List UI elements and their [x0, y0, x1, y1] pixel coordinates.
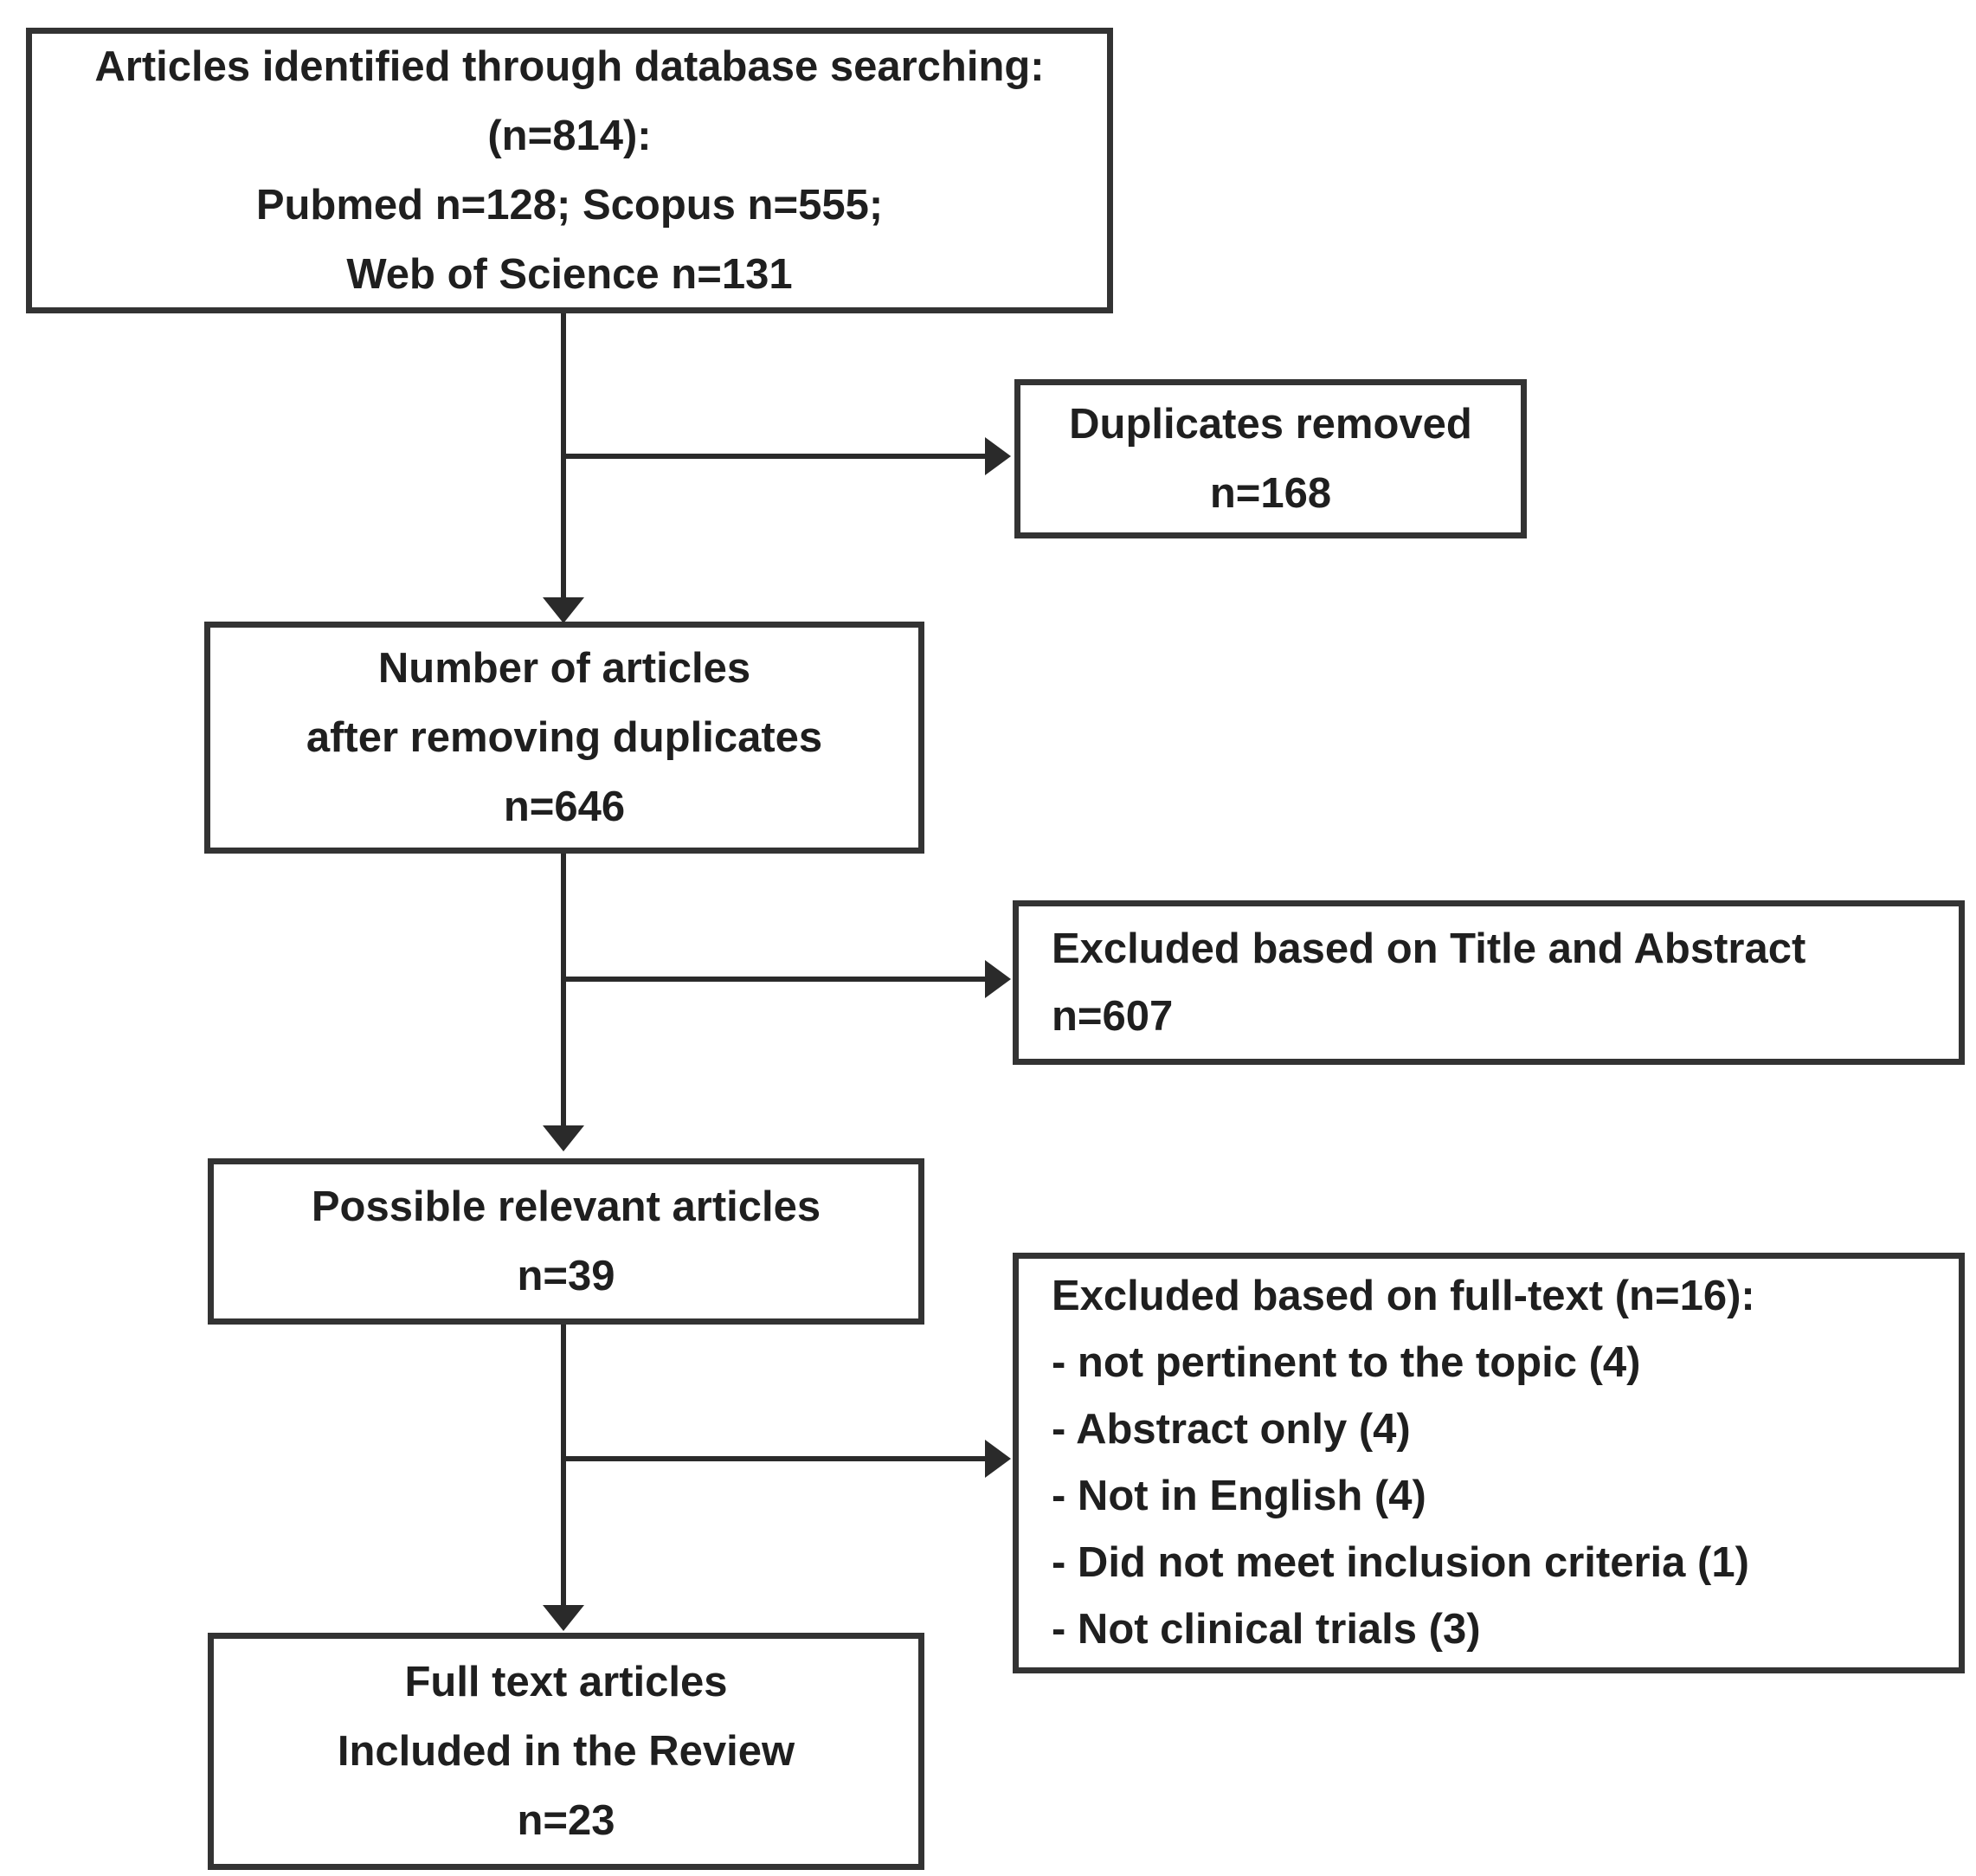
box-excluded-title-abstract-line-1: Excluded based on Title and Abstract [1052, 925, 1806, 972]
box-included-in-review-line-2: Included in the Review [337, 1728, 795, 1775]
box-after-removing-duplicates: Number of articles after removing duplic… [204, 622, 924, 854]
box-articles-identified-line-1: Articles identified through database sea… [94, 43, 1045, 90]
box-articles-identified-line-4: Web of Science n=131 [346, 251, 793, 298]
box-excluded-full-text-reason-3: - Not in English (4) [1052, 1473, 1426, 1519]
arrowhead-right-excluded-title-abstract [985, 960, 1011, 998]
box-included-in-review: Full text articles Included in the Revie… [208, 1633, 924, 1870]
box-possible-relevant-articles-count: n=39 [517, 1253, 615, 1299]
connector-possible-relevant-to-included [561, 1325, 566, 1607]
box-duplicates-removed-line-1: Duplicates removed [1069, 401, 1472, 448]
arrowhead-down-after-duplicates [543, 597, 584, 623]
box-duplicates-removed: Duplicates removed n=168 [1014, 379, 1527, 538]
box-duplicates-removed-count: n=168 [1209, 470, 1332, 517]
box-after-removing-duplicates-count: n=646 [503, 783, 626, 830]
box-excluded-title-abstract: Excluded based on Title and Abstract n=6… [1013, 900, 1965, 1065]
box-possible-relevant-articles: Possible relevant articles n=39 [208, 1158, 924, 1325]
box-included-in-review-line-1: Full text articles [404, 1659, 728, 1705]
connector-branch-excluded-full-text [563, 1456, 988, 1461]
box-excluded-full-text-reason-4: - Did not meet inclusion criteria (1) [1052, 1539, 1749, 1586]
box-excluded-title-abstract-count: n=607 [1052, 993, 1174, 1040]
arrowhead-right-excluded-full-text [985, 1440, 1011, 1478]
box-excluded-full-text-header: Excluded based on full-text (n=16): [1052, 1273, 1755, 1319]
box-excluded-full-text: Excluded based on full-text (n=16): - no… [1013, 1253, 1965, 1673]
connector-after-duplicates-to-possible-relevant [561, 854, 566, 1127]
box-excluded-full-text-reason-5: - Not clinical trials (3) [1052, 1606, 1481, 1653]
box-articles-identified-line-3: Pubmed n=128; Scopus n=555; [255, 182, 884, 229]
box-after-removing-duplicates-line-1: Number of articles [377, 645, 751, 692]
box-articles-identified: Articles identified through database sea… [26, 28, 1113, 313]
connector-branch-excluded-title-abstract [563, 977, 988, 982]
connector-branch-duplicates-removed [563, 454, 988, 459]
box-included-in-review-count: n=23 [517, 1797, 615, 1844]
box-excluded-full-text-reason-1: - not pertinent to the topic (4) [1052, 1339, 1641, 1386]
arrowhead-right-duplicates-removed [985, 437, 1011, 475]
box-after-removing-duplicates-line-2: after removing duplicates [306, 714, 823, 761]
box-excluded-full-text-reason-2: - Abstract only (4) [1052, 1406, 1411, 1453]
arrowhead-down-included [543, 1605, 584, 1631]
arrowhead-down-possible-relevant [543, 1125, 584, 1151]
box-possible-relevant-articles-line-1: Possible relevant articles [311, 1183, 821, 1230]
box-articles-identified-line-2: (n=814): [487, 113, 652, 159]
